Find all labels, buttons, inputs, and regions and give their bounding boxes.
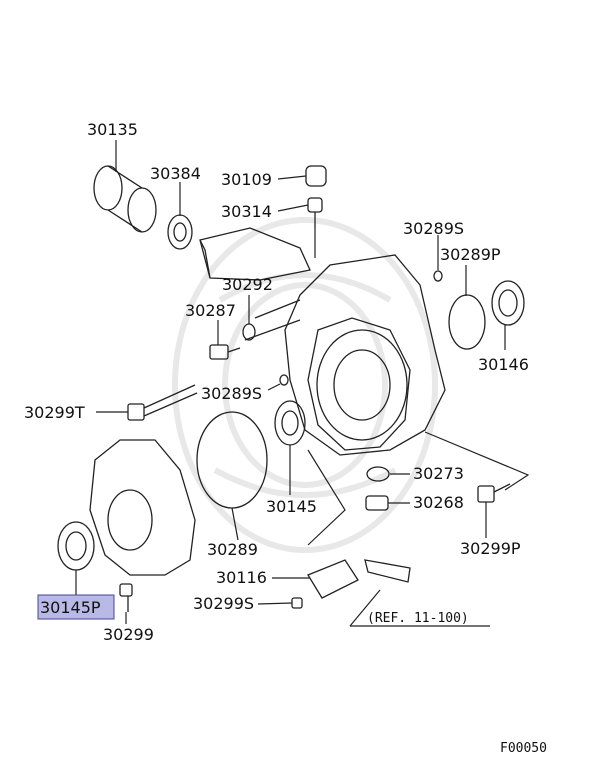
part-label-30299[interactable]: 30299 xyxy=(103,625,154,644)
part-30289P-oring xyxy=(448,294,486,350)
part-label-30146[interactable]: 30146 xyxy=(478,355,529,374)
part-30292-washer xyxy=(242,323,256,341)
part-30299S-bolt xyxy=(291,597,303,609)
part-30299-bolt xyxy=(119,583,133,612)
leader-lines xyxy=(75,140,530,627)
part-30146-seal xyxy=(491,280,525,326)
part-30299T-bolt xyxy=(127,384,198,421)
part-label-30135[interactable]: 30135 xyxy=(87,120,138,139)
part-30145P-seal xyxy=(57,521,95,571)
rear-cover xyxy=(89,439,196,576)
part-30289S-oring-mid xyxy=(279,374,289,386)
part-label-30299S[interactable]: 30299S xyxy=(193,594,254,613)
part-label-30287[interactable]: 30287 xyxy=(185,301,236,320)
part-label-30145P[interactable]: 30145P xyxy=(40,598,101,617)
part-label-30273[interactable]: 30273 xyxy=(413,464,464,483)
diagram-code: F00050 xyxy=(500,741,547,756)
part-label-30384[interactable]: 30384 xyxy=(150,164,201,183)
part-label-30116[interactable]: 30116 xyxy=(216,568,267,587)
part-label-30299P[interactable]: 30299P xyxy=(460,539,521,558)
part-30145-seal xyxy=(274,400,306,446)
part-30273-washer xyxy=(366,466,390,482)
ref-tube xyxy=(364,559,411,583)
part-30287-plug xyxy=(209,344,241,360)
part-label-30299T[interactable]: 30299T xyxy=(24,403,85,422)
part-30299P-bolt xyxy=(477,483,511,503)
part-label-30289S-mid[interactable]: 30289S xyxy=(201,384,262,403)
part-30289S-oring-top xyxy=(433,270,443,282)
reference-note[interactable]: (REF. 11-100) xyxy=(367,611,469,626)
part-30384-seal xyxy=(167,214,193,250)
part-30109-cap xyxy=(305,165,327,187)
part-label-30109[interactable]: 30109 xyxy=(221,170,272,189)
part-30135-sleeve xyxy=(93,165,157,233)
part-30116-plate xyxy=(307,559,359,599)
part-label-30289S-top[interactable]: 30289S xyxy=(403,219,464,238)
highlight-box-30145P xyxy=(37,594,115,620)
transfer-case-housing xyxy=(199,227,446,456)
part-label-30289[interactable]: 30289 xyxy=(207,540,258,559)
part-label-30289P[interactable]: 30289P xyxy=(440,245,501,264)
part-label-30292[interactable]: 30292 xyxy=(222,275,273,294)
part-label-30145[interactable]: 30145 xyxy=(266,497,317,516)
part-label-30314[interactable]: 30314 xyxy=(221,202,272,221)
part-30268-plug xyxy=(365,495,389,511)
part-label-30268[interactable]: 30268 xyxy=(413,493,464,512)
